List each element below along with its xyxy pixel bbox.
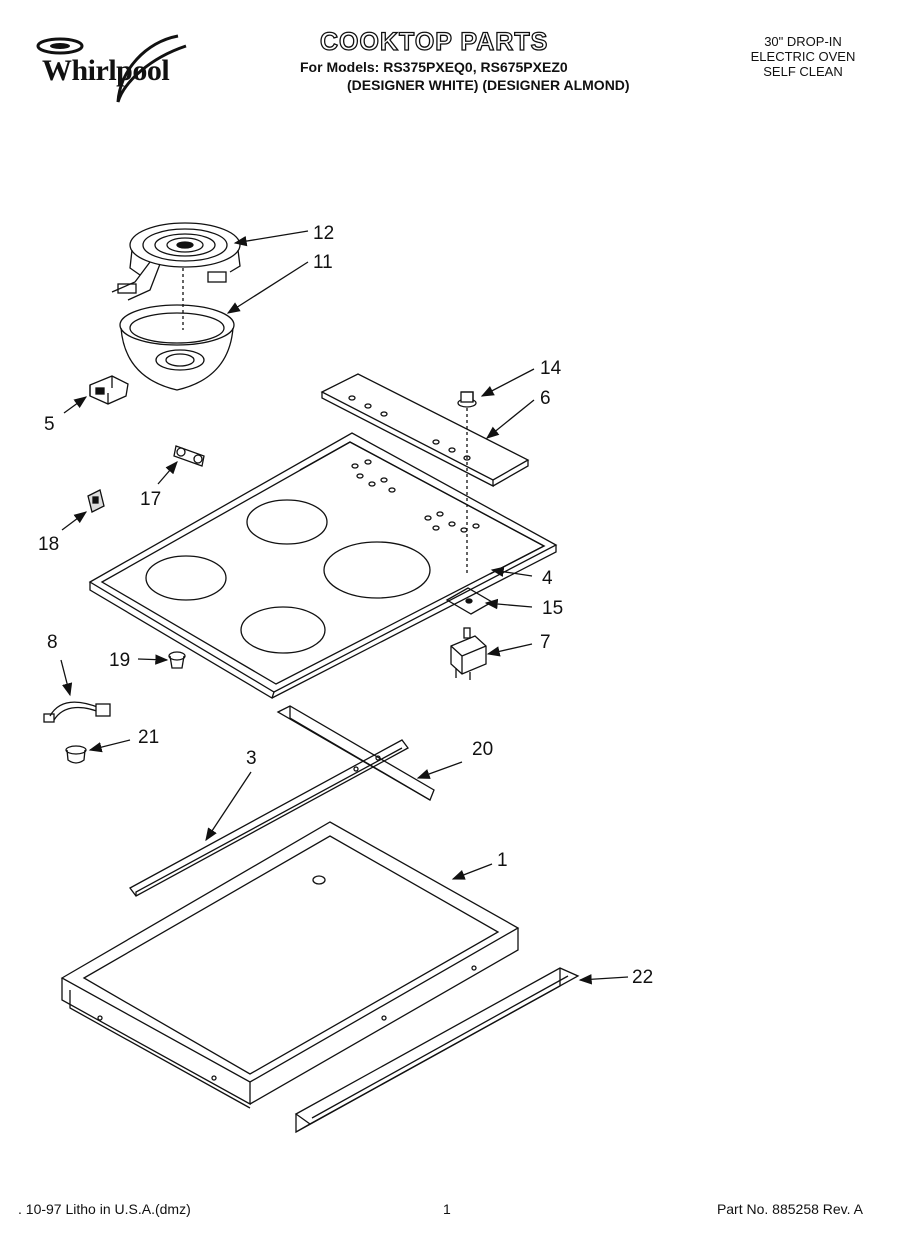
callout-15: 15 (542, 598, 563, 619)
page-number: 1 (443, 1201, 451, 1217)
oven-size: 30" DROP-IN (764, 34, 842, 49)
front-rail (129, 739, 409, 897)
callout-22: 22 (632, 967, 653, 988)
callout-17: 17 (140, 489, 161, 510)
control-panel (320, 373, 530, 488)
whirlpool-swirl-icon (36, 34, 187, 103)
oven-feature: SELF CLEAN (763, 64, 843, 79)
page-title: COOKTOP PARTS (319, 27, 549, 56)
callout-5: 5 (44, 414, 55, 435)
model-numbers: For Models: RS375PXEQ0, RS675PXEZ0 (300, 59, 568, 75)
oven-type: ELECTRIC OVEN (750, 49, 856, 64)
litho-note: . 10-97 Litho in U.S.A.(dmz) (18, 1201, 191, 1217)
callout-4: 4 (542, 568, 553, 589)
cooktop-surface (88, 432, 558, 699)
part-number: Part No. 885258 Rev. A (716, 1201, 863, 1217)
mounting-clip (87, 489, 105, 513)
callout-18: 18 (38, 534, 59, 555)
callout-6: 6 (540, 388, 551, 409)
callout-20: 20 (472, 739, 493, 760)
drip-bowl (119, 304, 235, 391)
wire-harness (43, 701, 111, 723)
model-colors: (DESIGNER WHITE) (DESIGNER ALMOND) (347, 77, 630, 93)
model-list: For Models: RS375PXEQ0, RS675PXEZ0 (DESI… (300, 58, 630, 94)
brace-bracket (276, 705, 435, 801)
element-receptacle (89, 375, 129, 405)
oven-description: 30" DROP-IN ELECTRIC OVEN SELF CLEAN (738, 34, 868, 79)
callout-14: 14 (540, 358, 562, 379)
trim-strip (294, 967, 580, 1134)
callout-8: 8 (47, 632, 58, 653)
callout-21: 21 (138, 727, 159, 748)
terminal-block (173, 445, 205, 467)
surface-element (111, 222, 241, 301)
bumper (168, 651, 186, 669)
control-knob (457, 391, 477, 408)
cooktop-box (60, 821, 520, 1109)
callout-3: 3 (246, 748, 257, 769)
callout-11: 11 (313, 252, 333, 273)
brand-name: Whirlpool (42, 54, 170, 87)
whirlpool-logo: Whirlpool (28, 30, 198, 110)
grommet (65, 745, 87, 764)
callout-12: 12 (313, 223, 334, 244)
callout-19: 19 (109, 650, 130, 671)
infinite-switch (450, 627, 487, 680)
callout-1: 1 (497, 850, 508, 871)
callout-7: 7 (540, 632, 551, 653)
leader-lines (60, 230, 629, 985)
